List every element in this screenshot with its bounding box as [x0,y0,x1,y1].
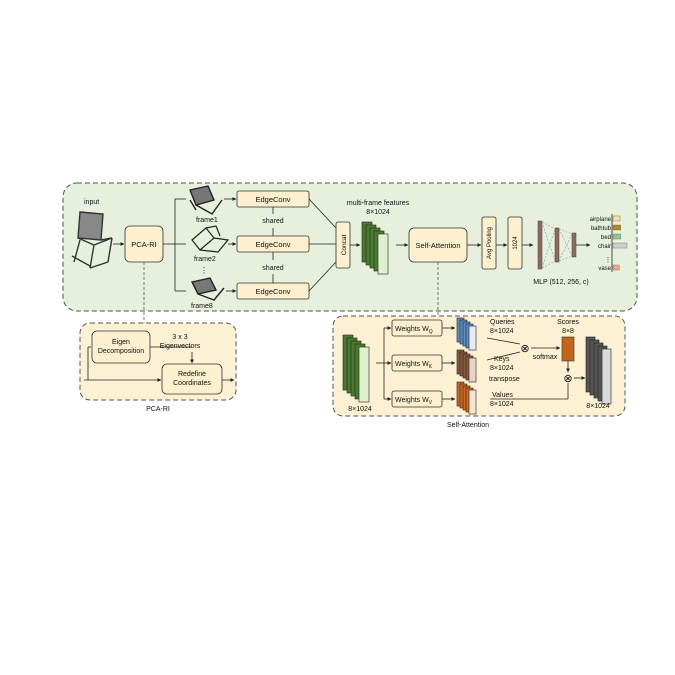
self-attention-panel [332,315,626,417]
self-attention-label: Self-Attention [415,241,460,250]
class-bar-bed [612,233,621,240]
edgeconv-label-2: EdgeConv [255,240,290,249]
frame8-chair-icon [190,277,225,301]
frame1-chair-icon [189,185,223,215]
frame2-label: frame2 [194,256,216,263]
weights-q-label: Weights WQ [395,326,433,335]
matmul-symbol-2: ⊗ [563,373,572,385]
class-label-vase: vase [598,266,611,272]
class-bar-vase [612,264,620,271]
fc-1024-label: 1024 [513,236,519,250]
values-label: Values [492,392,513,399]
eigen-label-1: Eigen [112,339,130,346]
keys-dim: 8×1024 [490,365,514,372]
transpose-label: transpose [489,376,520,383]
eigen-decomposition-box [91,330,151,364]
key-layer [468,357,477,383]
matmul-symbol-1: ⊗ [520,343,529,355]
queries-stack [456,317,477,351]
avg-pooling-label: Avg Pooling [487,227,493,259]
queries-label: Queries [490,319,515,326]
sa-input-stack [342,334,370,403]
eigen-label-2: Decomposition [98,348,144,355]
frame-dots: ⋮ [200,266,208,275]
shared-label-1: shared [262,218,284,225]
eigvec-label-2: Eigenvectors [160,343,201,350]
sa-output-stack [585,336,612,405]
queries-dim: 8×1024 [490,328,514,335]
class-bar-chair [612,242,628,249]
mlp-layers [537,220,577,270]
self-attention-caption: Self-Attention [447,422,489,429]
redefine-label-2: Coordinates [173,380,211,387]
avg-pooling-box [481,216,497,270]
mff-stack [361,221,389,275]
sa-input-layer [358,346,370,403]
mlp-label: MLP (512, 256, c) [533,279,589,286]
scores-dim: 8×8 [562,328,574,335]
mff-dim: 8×1024 [366,209,390,216]
values-dim: 8×1024 [490,401,514,408]
input-label: input [84,199,99,206]
class-label-bathtub: bathtub [591,226,612,232]
class-bar-bathtub [612,224,621,231]
class-label-airplane: airplane [590,217,612,223]
keys-stack [456,349,477,383]
query-layer [468,325,477,351]
scores-box [561,336,575,362]
shared-label-2: shared [262,265,284,272]
concat-label: Concat [341,235,348,256]
weights-k-label: Weights WK [395,361,433,370]
edgeconv-label-1: EdgeConv [255,195,290,204]
class-bars: airplane bathtub bed chair vase [590,215,628,272]
mff-label: multi-frame features [347,200,410,207]
class-dots: ⋮ [605,257,612,264]
input-chair-icon [71,211,113,269]
mff-layer [377,233,389,275]
sa-output-dim: 8×1024 [586,403,610,410]
keys-label: Keys [494,356,510,363]
frame2-chair-icon [191,225,230,253]
edgeconv-label-3: EdgeConv [255,287,290,296]
sa-output-layer [601,348,612,405]
redefine-coordinates-box [161,363,223,395]
fc-1024-box [507,216,523,270]
eigvec-label-1: 3 x 3 [172,334,187,341]
scores-label: Scores [557,319,579,326]
frame1-label: frame1 [196,217,218,224]
class-label-bed: bed [601,235,611,241]
value-layer [468,389,477,415]
softmax-label: softmax [533,354,558,361]
weights-v-label: Weights WV [395,397,433,406]
class-label-chair: chair [598,244,611,250]
redefine-label-1: Redefine [178,371,206,378]
sa-input-dim: 8×1024 [348,406,372,413]
class-bar-airplane [612,215,621,222]
pca-ri-label: PCA-RI [131,240,156,249]
pca-ri-caption: PCA-RI [146,406,170,413]
values-stack [456,381,477,415]
frame8-label: frame8 [191,303,213,310]
